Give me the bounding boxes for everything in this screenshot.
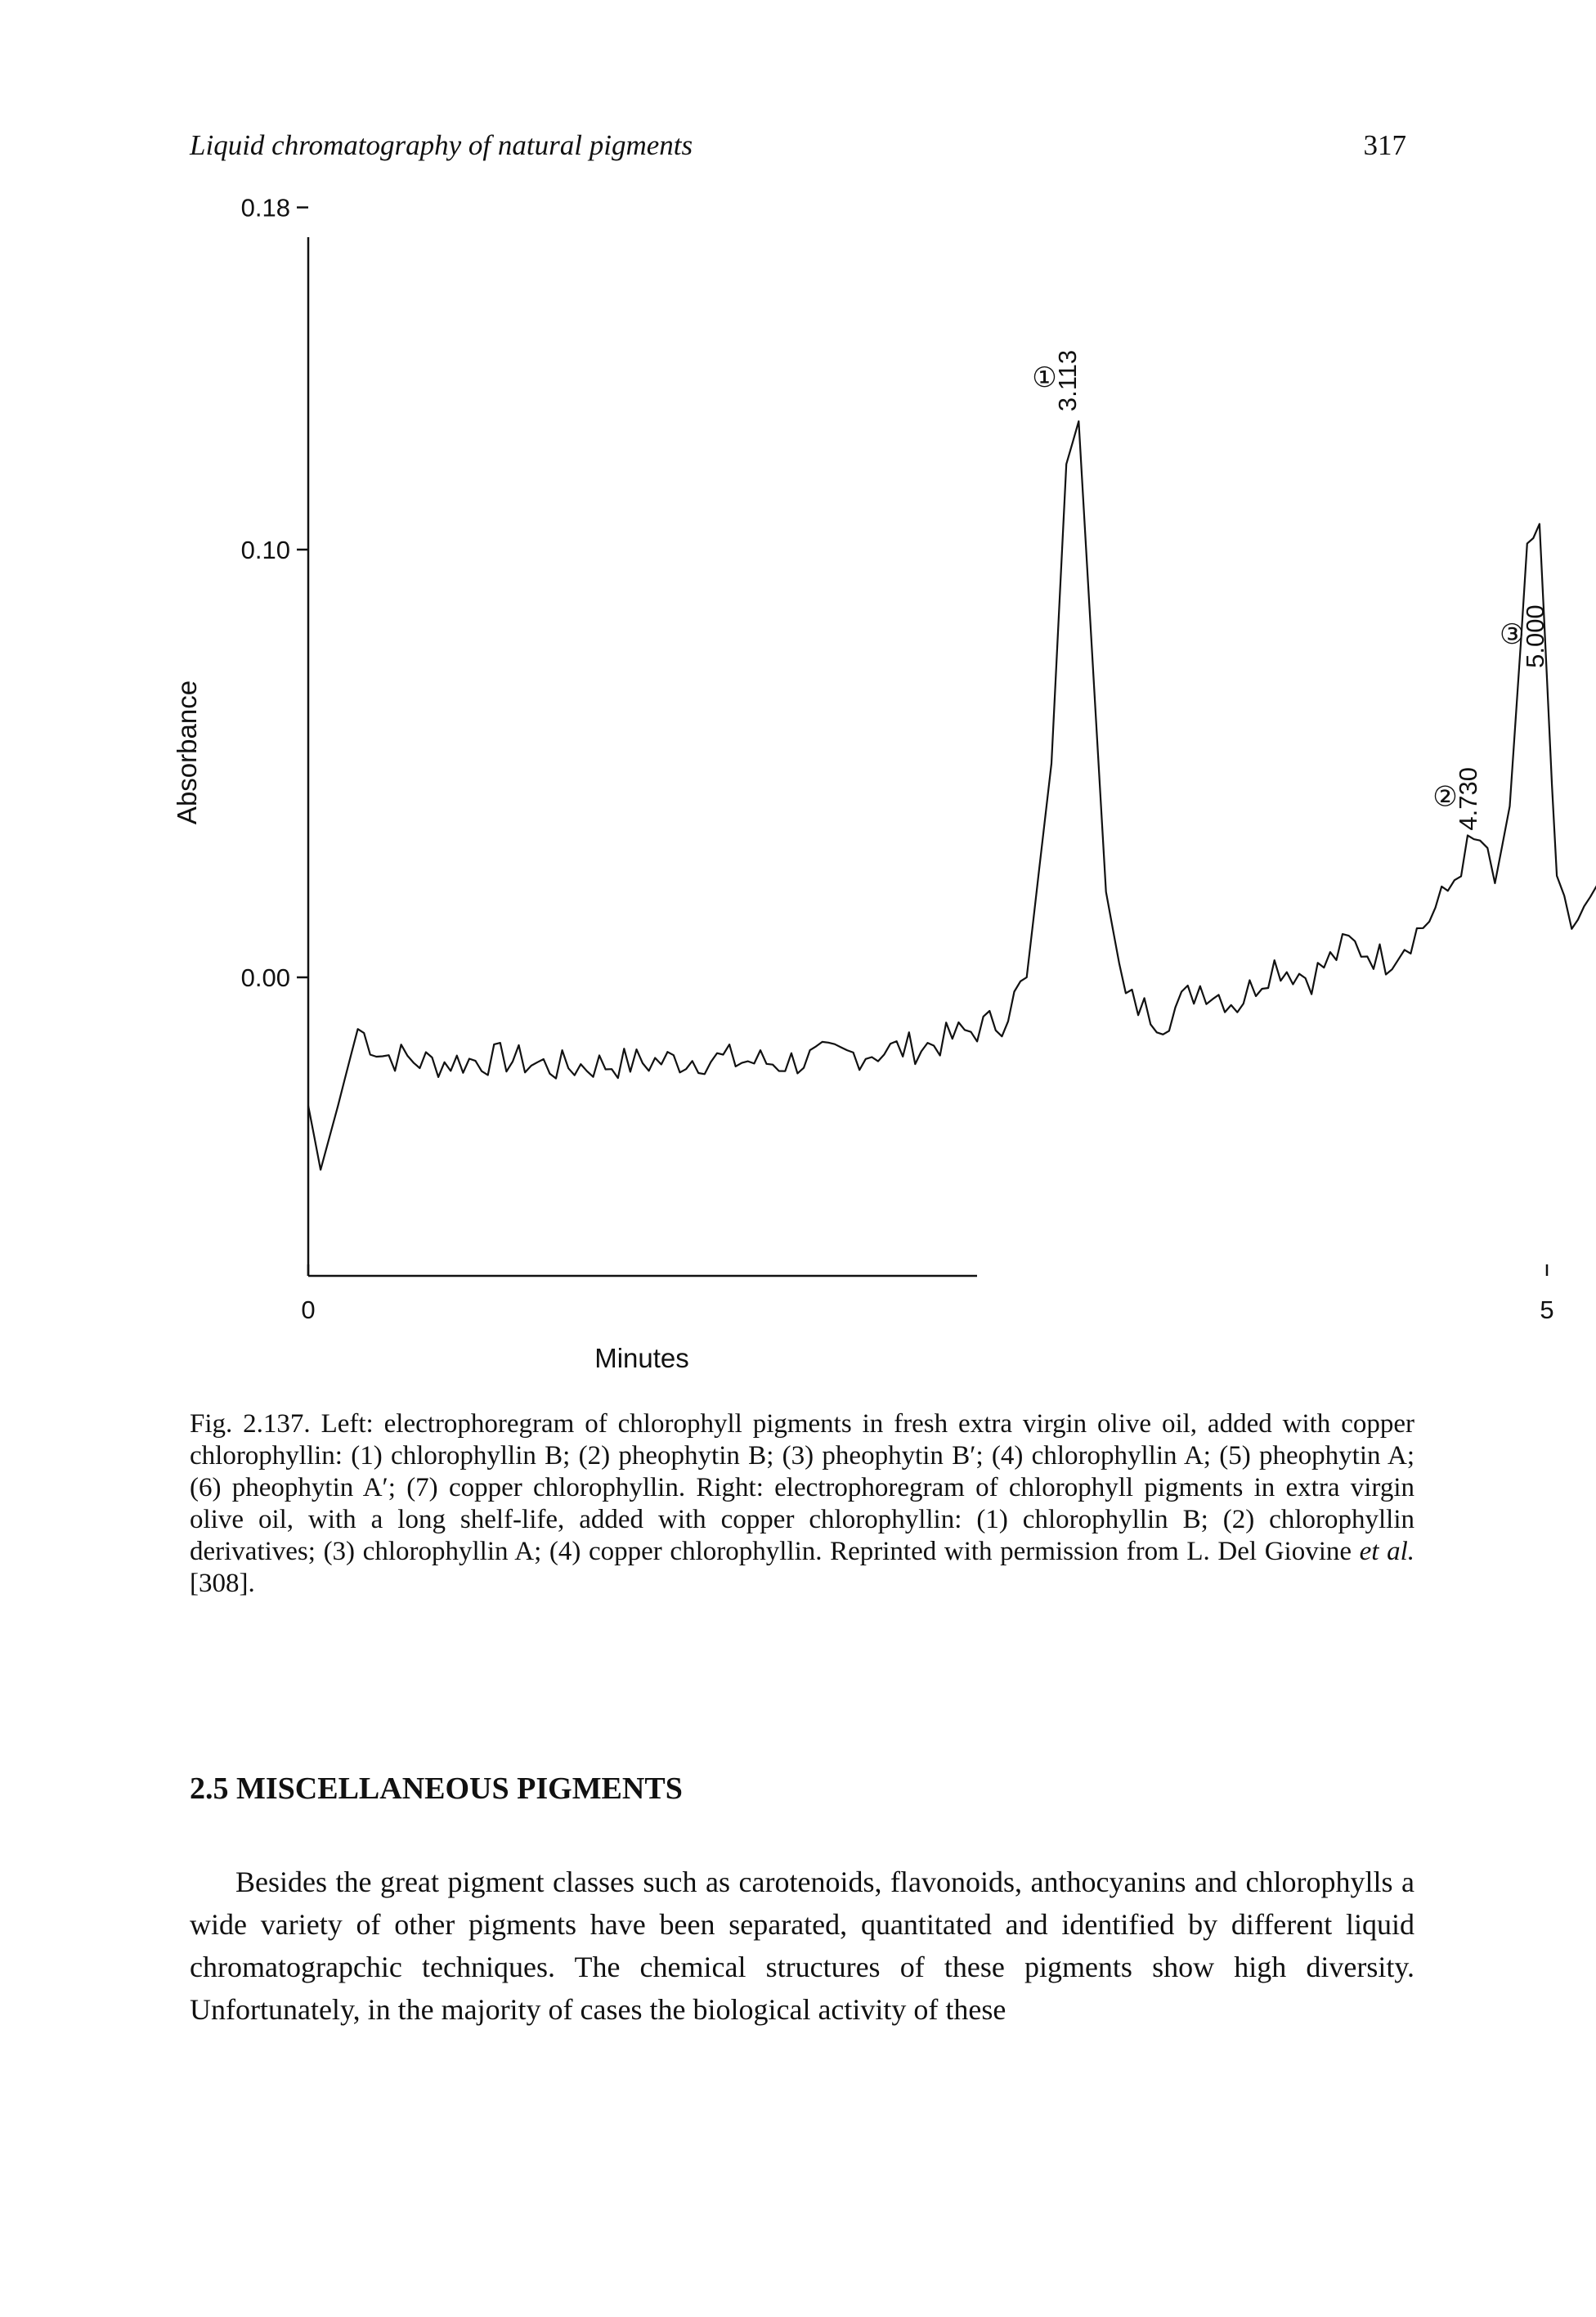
peak-retention-time: 5.000 <box>1521 604 1549 668</box>
chart-annotations: 3.113①4.730②5.000③6.443④6.850⑤6.991⑥8.61… <box>1032 350 1549 831</box>
running-head: Liquid chromatography of natural pigment… <box>190 129 693 161</box>
page-number: 317 <box>1363 129 1407 161</box>
electrophoregram-trace <box>307 420 1596 1171</box>
section-heading: 2.5 MISCELLANEOUS PIGMENTS <box>190 1771 683 1806</box>
peak-number: ② <box>1432 782 1457 813</box>
peak-retention-time: 3.113 <box>1053 350 1082 411</box>
peak-number: ③ <box>1500 619 1524 650</box>
peak-number: ① <box>1032 362 1056 393</box>
y-axis-label: Absorbance <box>172 680 202 824</box>
caption-italic: et al. <box>1359 1537 1414 1566</box>
chart-ticks: 05100.000.100.18 <box>241 194 1554 1324</box>
caption-reference: [308]. <box>190 1569 255 1598</box>
y-tick-label: 0.00 <box>241 963 290 992</box>
y-tick-label: 0.10 <box>241 536 290 564</box>
chart-series <box>307 420 1596 1171</box>
x-tick-label: 0 <box>301 1295 315 1324</box>
x-axis-label: Minutes <box>594 1343 689 1373</box>
body-paragraph: Besides the great pigment classes such a… <box>190 1866 1414 2026</box>
figure-caption: Fig. 2.137. Left: electrophoregram of ch… <box>190 1408 1414 1600</box>
chart-axes <box>307 237 977 1277</box>
peak-retention-time: 4.730 <box>1454 767 1482 831</box>
y-tick-label: 0.18 <box>241 194 290 222</box>
body-text: Besides the great pigment classes such a… <box>190 1861 1414 2031</box>
x-tick-label: 5 <box>1540 1295 1553 1324</box>
electrophoregram-chart: 05100.000.100.18 3.113①4.730②5.000③6.443… <box>172 194 1596 1373</box>
caption-text: Fig. 2.137. Left: electrophoregram of ch… <box>190 1409 1414 1566</box>
